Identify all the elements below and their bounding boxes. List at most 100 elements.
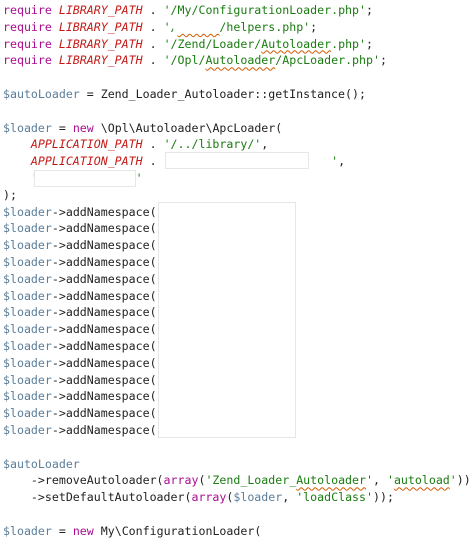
code-token: $loader (3, 288, 52, 303)
code-token: $loader (3, 355, 52, 370)
code-token: , (372, 473, 387, 488)
code-token: /ApcLoader.php' (275, 53, 380, 68)
code-token: LIBRARY_PATH (58, 19, 143, 34)
code-token: . (142, 36, 164, 51)
redaction-block (165, 152, 309, 169)
code-token: $loader (3, 389, 52, 404)
code-token: ->addNamespace( (51, 254, 157, 269)
code-token: .php' (331, 36, 367, 51)
code-token: . (142, 137, 164, 152)
code-token: require (3, 19, 59, 34)
code-token: ->addNamespace( (51, 305, 157, 320)
code-line: ->setDefaultAutoloader(array($loader, 'l… (0, 489, 474, 506)
code-token: $loader (233, 490, 283, 505)
code-token: = (51, 523, 73, 538)
code-token: new (72, 523, 94, 538)
code-token: . (142, 154, 164, 169)
code-token: . (142, 3, 164, 17)
code-token: '/../library/' (163, 137, 262, 152)
code-token: Autoloader (261, 36, 332, 51)
code-token: ->addNamespace( (51, 238, 157, 253)
redaction-block (34, 170, 136, 187)
code-token: ->addNamespace( (51, 422, 157, 437)
code-token: , (261, 137, 269, 152)
code-token: ' (135, 170, 143, 185)
code-token: $loader (3, 204, 52, 219)
code-token: '/Zend/Loader/ (163, 36, 262, 51)
code-token (3, 154, 31, 168)
code-token: ( (198, 473, 206, 488)
code-token: ->addNamespace( (51, 406, 157, 421)
code-token: My\ConfigurationLoader( (93, 523, 262, 538)
code-token: ( (226, 490, 234, 505)
code-token: . (142, 19, 164, 34)
code-token: ' (386, 473, 394, 488)
code-token: LIBRARY_PATH (58, 3, 143, 17)
code-token: APPLICATION_PATH (30, 154, 143, 169)
code-line (0, 69, 474, 86)
code-token: array (191, 490, 227, 505)
code-token: , (282, 490, 297, 505)
code-token: )) (456, 473, 471, 488)
code-line (0, 506, 474, 523)
code-token: ->addNamespace( (51, 355, 157, 370)
code-token: /helpers.php' (219, 19, 311, 34)
code-token: $autoLoader (3, 456, 80, 471)
code-token: ->addNamespace( (51, 322, 157, 337)
code-token: Autoloader (205, 53, 276, 68)
code-token: ' (366, 473, 373, 488)
code-token: 'Zend_Loader_ (205, 473, 297, 488)
code-token: $loader (3, 120, 52, 135)
code-token: $loader (3, 422, 52, 437)
code-line: ->removeAutoloader(array('Zend_Loader_Au… (0, 472, 474, 489)
code-token: = Zend_Loader_Autoloader::getInstance(); (79, 86, 366, 101)
code-token: ; (365, 3, 373, 17)
code-line: ); (0, 187, 474, 204)
code-token: 'loadClass' (296, 490, 373, 505)
code-token: $loader (3, 322, 52, 337)
code-line: $loader = new My\ConfigurationLoader( (0, 523, 474, 540)
code-line: $loader = new \Opl\Autoloader\ApcLoader( (0, 120, 474, 137)
code-line (0, 439, 474, 456)
code-token: require (3, 3, 59, 17)
code-token: $loader (3, 338, 52, 353)
code-token: '/My/ConfigurationLoader.php' (163, 3, 366, 17)
code-token: ' (331, 154, 339, 169)
code-token: ->removeAutoloader( (3, 473, 164, 488)
code-token: $loader (3, 271, 52, 286)
code-token: ->addNamespace( (51, 271, 157, 286)
code-token: $loader (3, 238, 52, 253)
code-token: ; (379, 53, 387, 68)
code-token: LIBRARY_PATH (58, 53, 143, 68)
code-token: ' (449, 473, 457, 488)
code-line: $autoLoader (0, 456, 474, 473)
code-token: require (3, 36, 59, 51)
code-token: \Opl\Autoloader\ApcLoader( (93, 120, 283, 135)
code-line: $autoLoader = Zend_Loader_Autoloader::ge… (0, 86, 474, 103)
code-token: ; (366, 36, 373, 51)
code-line: APPLICATION_PATH . '/../library/', (0, 136, 474, 153)
code-line: require LIBRARY_PATH . '/My/Configuratio… (0, 2, 474, 19)
code-line (0, 103, 474, 120)
code-token: '/Opl/ (163, 53, 206, 68)
code-token: array (163, 473, 199, 488)
code-token: $loader (3, 305, 52, 320)
code-token: $loader (3, 372, 52, 387)
code-token: = (51, 120, 73, 135)
code-token: ->addNamespace( (51, 372, 157, 387)
code-line: $loader->addNamespace(' (0, 321, 474, 338)
code-token: $loader (3, 254, 52, 269)
code-token (3, 171, 31, 185)
code-line: require LIBRARY_PATH . '/Zend/Loader/Aut… (0, 36, 474, 53)
code-token: APPLICATION_PATH (30, 137, 143, 152)
code-token (3, 137, 31, 151)
code-token: ); (3, 187, 17, 202)
code-token: Autoloader (296, 473, 366, 488)
code-token: autoload (393, 473, 450, 488)
code-token: . (142, 53, 164, 68)
code-token: ->addNamespace( (51, 221, 157, 236)
code-token: $loader (3, 221, 52, 236)
code-token: ->addNamespace( (51, 288, 157, 303)
code-token: LIBRARY_PATH (58, 36, 143, 51)
